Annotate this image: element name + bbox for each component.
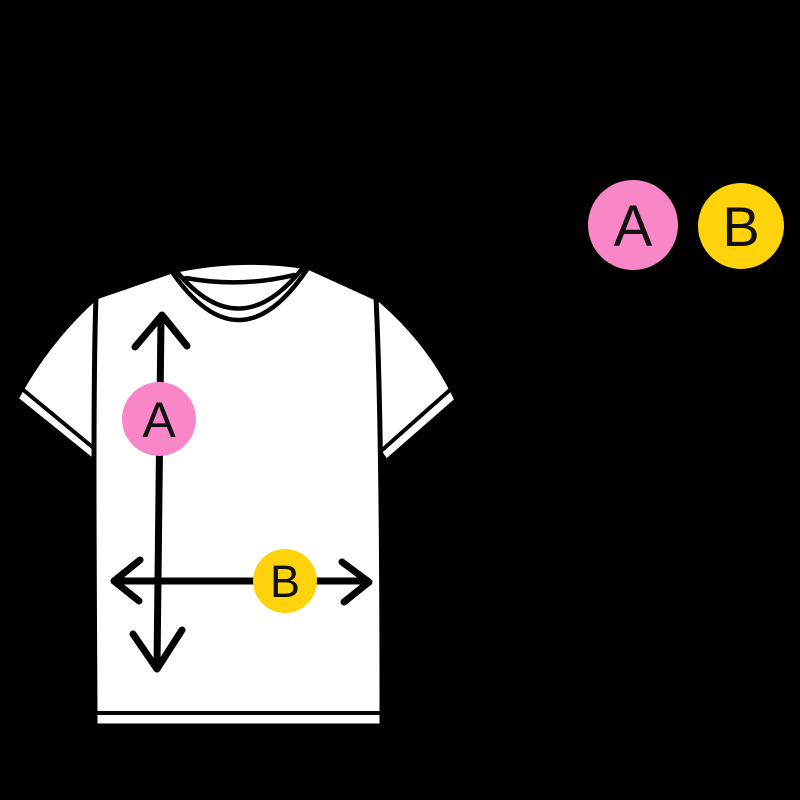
marker-a-circle <box>122 382 196 456</box>
length-arrow-head-up-icon <box>131 311 191 351</box>
marker-b-circle <box>253 549 317 613</box>
tshirt-collar <box>169 265 311 323</box>
legend-a-label: A <box>614 194 653 259</box>
marker-a-label: A <box>142 392 176 448</box>
legend-b-circle <box>698 183 784 269</box>
length-arrow-line <box>153 314 165 670</box>
width-arrow-head-right-icon <box>338 558 373 606</box>
legend: A B <box>588 180 784 270</box>
legend-item-b: B <box>698 183 784 269</box>
width-arrow-head-left-icon <box>110 556 144 605</box>
collar-outer-arc <box>169 265 311 323</box>
marker-b: B <box>253 549 317 613</box>
legend-item-a: A <box>588 180 678 270</box>
marker-b-label: B <box>270 556 300 607</box>
measure-arrow-width <box>110 556 373 606</box>
legend-b-label: B <box>722 195 759 258</box>
length-arrow-head-down-icon <box>129 626 186 673</box>
tshirt-body <box>91 259 385 729</box>
marker-a: A <box>122 382 196 456</box>
tshirt-right-cuff-seam <box>379 387 453 453</box>
measure-arrow-length <box>129 311 191 673</box>
legend-a-circle <box>588 180 678 270</box>
tshirt-illustration <box>13 259 460 729</box>
collar-back-neck-line <box>183 272 297 285</box>
tshirt-left-cuff-seam <box>19 386 98 452</box>
collar-inner-arc <box>175 266 305 311</box>
